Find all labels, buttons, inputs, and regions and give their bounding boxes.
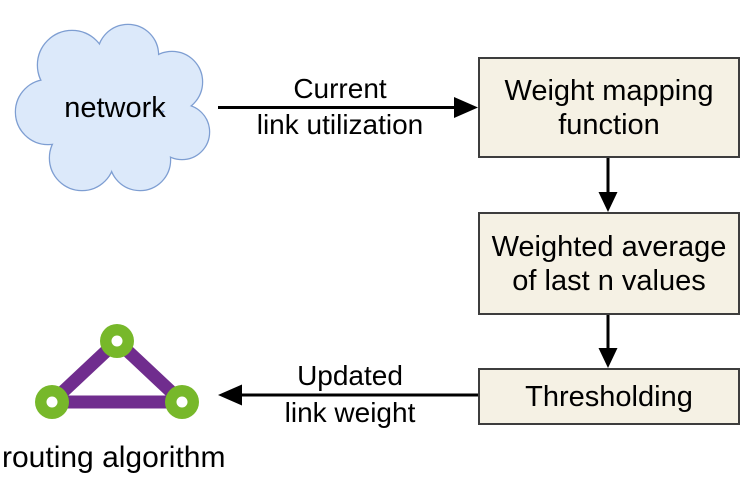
arrow-mapping-to-average (598, 158, 618, 212)
box-text-line: Weight mapping (504, 74, 714, 107)
network-label: network (64, 92, 166, 124)
box-text-line: of last n values (512, 264, 706, 297)
label-link-utilization: link utilization (256, 109, 424, 140)
arrow-updated-link-weight (218, 384, 478, 406)
label-current: Current (293, 73, 387, 104)
graph-node (100, 324, 134, 358)
arrow-current-link-utilization (218, 97, 478, 118)
arrow-average-to-thresholding (598, 315, 618, 368)
label-link-weight: link weight (284, 397, 416, 428)
box-weighted-average: Weighted average of last n values (478, 212, 740, 315)
network-cloud-icon (14, 23, 211, 192)
graph-node (165, 385, 199, 419)
box-weight-mapping-function: Weight mapping function (478, 57, 740, 158)
box-text-line: Thresholding (525, 380, 693, 413)
box-text-line: Weighted average (491, 230, 727, 263)
label-updated: Updated (297, 360, 403, 391)
routing-graph-icon (35, 324, 199, 419)
box-text-line: function (558, 108, 660, 141)
box-thresholding: Thresholding (478, 368, 740, 425)
graph-node (35, 385, 69, 419)
cloud-body (16, 25, 209, 190)
routing-algorithm-label: routing algorithm (2, 441, 226, 474)
